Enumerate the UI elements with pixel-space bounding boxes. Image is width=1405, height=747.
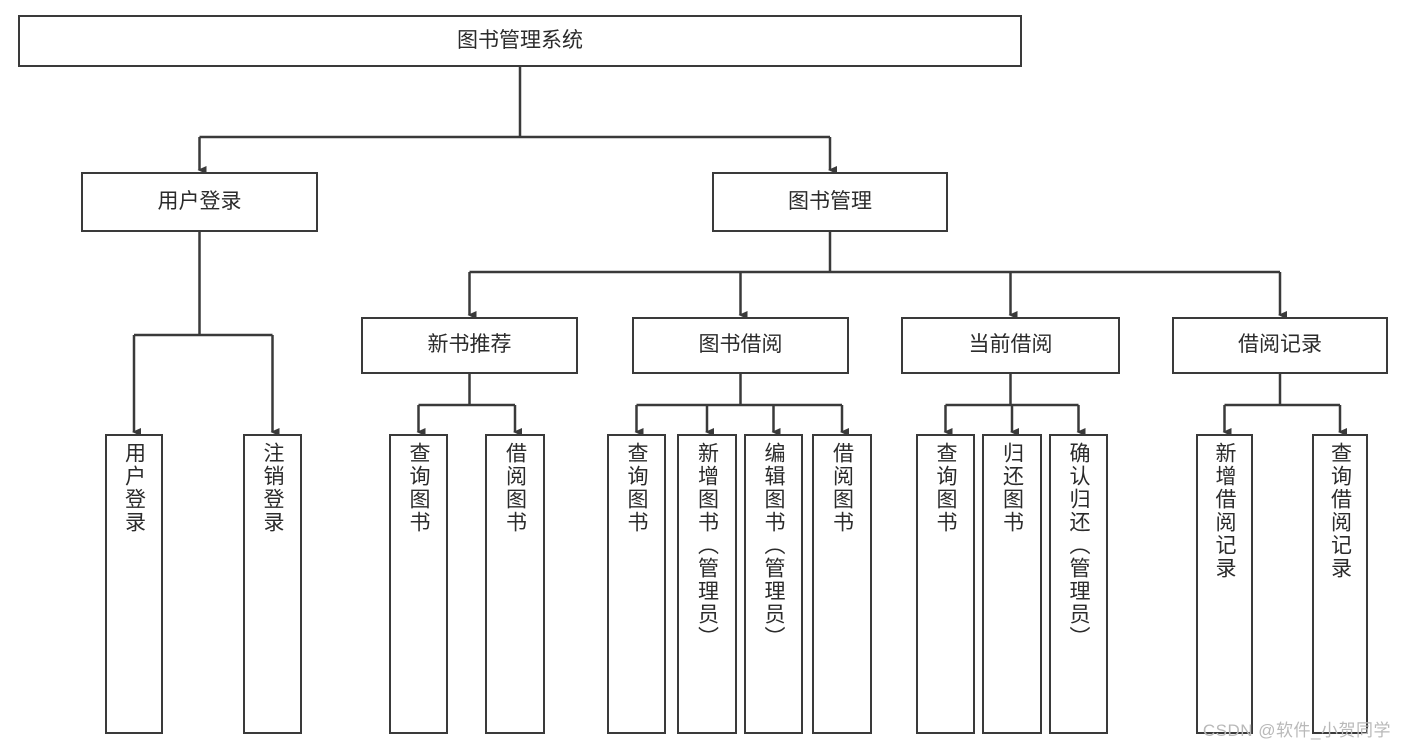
node-label: 确认归还（管理员）	[1067, 442, 1090, 649]
node-leaf-cur-query[interactable]: 查询图书	[916, 434, 975, 734]
node-leaf-brw-query[interactable]: 查询图书	[607, 434, 666, 734]
node-book-manage[interactable]: 图书管理	[712, 172, 948, 232]
edge-group	[132, 67, 1347, 436]
node-leaf-rec-borrow[interactable]: 借阅图书	[485, 434, 545, 734]
node-leaf-user-logout[interactable]: 注销登录	[243, 434, 302, 734]
node-leaf-cur-return[interactable]: 归还图书	[982, 434, 1042, 734]
node-root[interactable]: 图书管理系统	[18, 15, 1022, 67]
node-label: 注销登录	[261, 442, 284, 534]
node-label: 新书推荐	[427, 333, 512, 357]
node-user-login[interactable]: 用户登录	[81, 172, 318, 232]
node-borrow-record[interactable]: 借阅记录	[1172, 317, 1388, 374]
node-leaf-cur-confirm[interactable]: 确认归还（管理员）	[1049, 434, 1108, 734]
node-label: 用户登录	[157, 189, 242, 213]
node-label: 查询借阅记录	[1328, 442, 1352, 580]
node-leaf-brw-borrow[interactable]: 借阅图书	[812, 434, 872, 734]
node-label: 借阅图书	[503, 442, 527, 534]
node-label: 当前借阅	[968, 333, 1053, 357]
node-leaf-brw-add[interactable]: 新增图书（管理员）	[677, 434, 737, 734]
node-label: 查询图书	[625, 442, 648, 534]
node-label: 借阅记录	[1238, 333, 1322, 357]
node-book-borrow[interactable]: 图书借阅	[632, 317, 849, 374]
node-leaf-user-login[interactable]: 用户登录	[105, 434, 163, 734]
node-label: 归还图书	[1000, 442, 1024, 534]
node-label: 查询图书	[934, 442, 957, 534]
node-label: 新增图书（管理员）	[695, 442, 719, 649]
node-leaf-rec-add[interactable]: 新增借阅记录	[1196, 434, 1253, 734]
node-label: 用户登录	[122, 442, 146, 534]
node-current-borrow[interactable]: 当前借阅	[901, 317, 1120, 374]
node-leaf-brw-edit[interactable]: 编辑图书（管理员）	[744, 434, 803, 734]
node-label: 图书借阅	[698, 333, 783, 357]
watermark-text: CSDN @软件_小贺同学	[1202, 721, 1391, 740]
node-label: 借阅图书	[830, 442, 854, 534]
node-label: 图书管理	[788, 189, 872, 213]
node-label: 查询图书	[407, 442, 430, 534]
node-label: 新增借阅记录	[1213, 442, 1236, 580]
node-label: 编辑图书（管理员）	[762, 442, 785, 649]
node-leaf-rec-search[interactable]: 查询借阅记录	[1312, 434, 1368, 734]
node-label: 图书管理系统	[457, 28, 583, 52]
node-leaf-rec-query[interactable]: 查询图书	[389, 434, 448, 734]
node-new-book-rec[interactable]: 新书推荐	[361, 317, 578, 374]
